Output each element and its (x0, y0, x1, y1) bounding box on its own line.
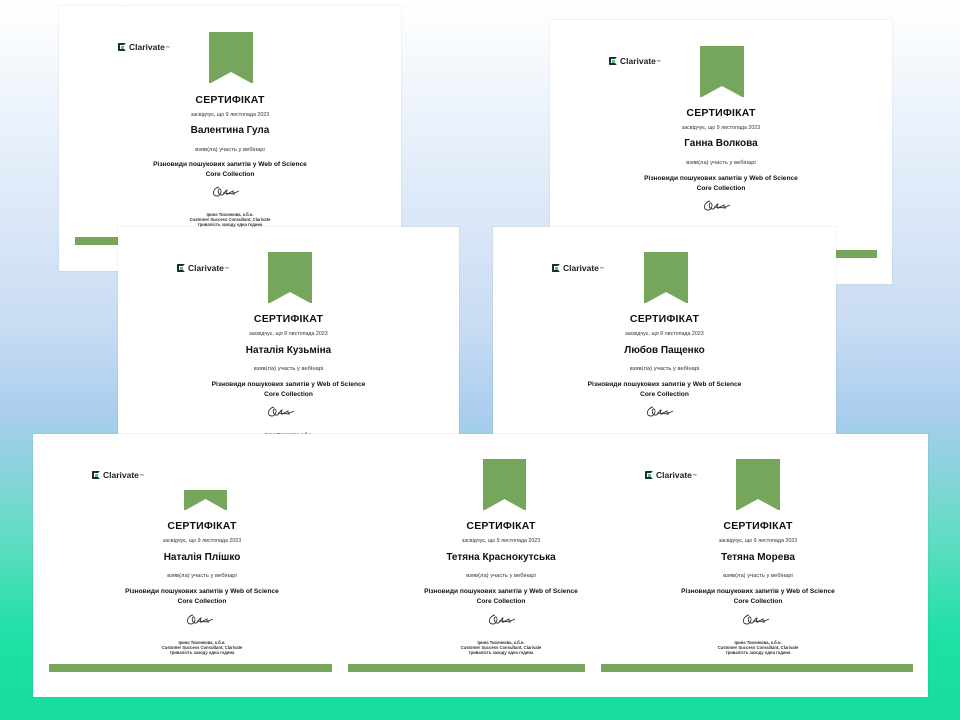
participation-text: взяв(ла) участь у вебінарі (167, 573, 237, 579)
webinar-topic: Різновиди пошукових запитів у Web of Sci… (587, 381, 742, 398)
signature-icon (186, 614, 214, 625)
ribbon-icon (736, 459, 780, 510)
signature-icon (212, 186, 240, 197)
recipient-name: Наталія Кузьміна (245, 345, 332, 356)
recipient-name: Любов Пащенко (624, 345, 705, 356)
participation-text: взяв(ла) участь у вебінарі (253, 366, 324, 372)
ribbon-icon (700, 46, 744, 97)
certificate-title: СЕРТИФІКАТ (195, 94, 265, 106)
participation-text: взяв(ла) участь у вебінарі (629, 366, 700, 372)
signer-block: Ірина Тихонкова, к.б.н.Customer Success … (717, 640, 799, 655)
ribbon-icon (184, 490, 227, 510)
webinar-topic: Різновиди пошукових запитів у Web of Sci… (424, 588, 578, 605)
webinar-topic: Різновиди пошукових запитів у Web of Sci… (644, 175, 798, 192)
clarivate-logo-icon (609, 57, 617, 65)
certificate-date: засвідчує, що 9 листопада 2023 (461, 538, 541, 544)
certificate-title: СЕРТИФІКАТ (466, 520, 536, 532)
certificate-title: СЕРТИФІКАТ (686, 107, 756, 119)
participation-text: взяв(ла) участь у вебінарі (723, 573, 793, 579)
signature-icon (267, 406, 295, 417)
certificate-date: засвідчує, що 9 листопада 2023 (718, 538, 798, 544)
webinar-topic: Різновиди пошукових запитів у Web of Sci… (125, 588, 279, 605)
webinar-topic: Різновиди пошукових запитів у Web of Sci… (211, 381, 366, 398)
footer-bar (49, 664, 332, 672)
certificate-title: СЕРТИФІКАТ (723, 520, 793, 532)
recipient-name: Тетяна Морева (721, 552, 795, 563)
ribbon-icon (268, 252, 312, 303)
webinar-topic: Різновиди пошукових запитів у Web of Sci… (153, 161, 307, 178)
signer-block: Ірина Тихонкова, к.б.н.Customer Success … (460, 640, 542, 655)
signature-icon (742, 614, 770, 625)
participation-text: взяв(ла) участь у вебінарі (466, 573, 536, 579)
recipient-name: Наталія Плішко (163, 552, 241, 563)
participation-text: взяв(ла) участь у вебінарі (686, 160, 756, 166)
certificate-date: засвідчує, що 9 листопада 2023 (249, 331, 328, 337)
certificate-title: СЕРТИФІКАТ (253, 313, 324, 325)
recipient-name: Ганна Волкова (684, 138, 758, 149)
clarivate-logo-icon (118, 43, 126, 51)
clarivate-logo-icon (177, 264, 185, 272)
ribbon-icon (483, 459, 526, 510)
certificate-date: засвідчує, що 9 листопада 2023 (190, 112, 270, 118)
signature-icon (488, 614, 516, 625)
certificate-title: СЕРТИФІКАТ (167, 520, 237, 532)
footer-bar (601, 664, 913, 672)
signer-block: Ірина Тихонкова, к.б.н.Customer Success … (189, 212, 271, 227)
participation-text: взяв(ла) участь у вебінарі (195, 147, 265, 153)
certificate-date: засвідчує, що 9 листопада 2023 (162, 538, 242, 544)
certificate-date: засвідчує, що 9 листопада 2023 (625, 331, 704, 337)
certificate-date: засвідчує, що 9 листопада 2023 (681, 125, 761, 131)
certificate-tetiana-krasnokutska: СЕРТИФІКАТ засвідчує, що 9 листопада 202… (343, 434, 589, 697)
clarivate-logo-icon (552, 264, 560, 272)
footer-bar (348, 664, 585, 672)
ribbon-icon (209, 32, 253, 83)
clarivate-logo-icon (92, 471, 100, 479)
signature-icon (703, 200, 731, 211)
ribbon-icon (644, 252, 688, 303)
clarivate-logo-icon (645, 471, 653, 479)
recipient-name: Тетяна Краснокутська (446, 552, 556, 563)
certificate-title: СЕРТИФІКАТ (629, 313, 700, 325)
signer-block: Ірина Тихонкова, к.б.н.Customer Success … (161, 640, 243, 655)
webinar-topic: Різновиди пошукових запитів у Web of Sci… (681, 588, 835, 605)
recipient-name: Валентина Гула (190, 125, 270, 136)
signature-icon (646, 406, 674, 417)
